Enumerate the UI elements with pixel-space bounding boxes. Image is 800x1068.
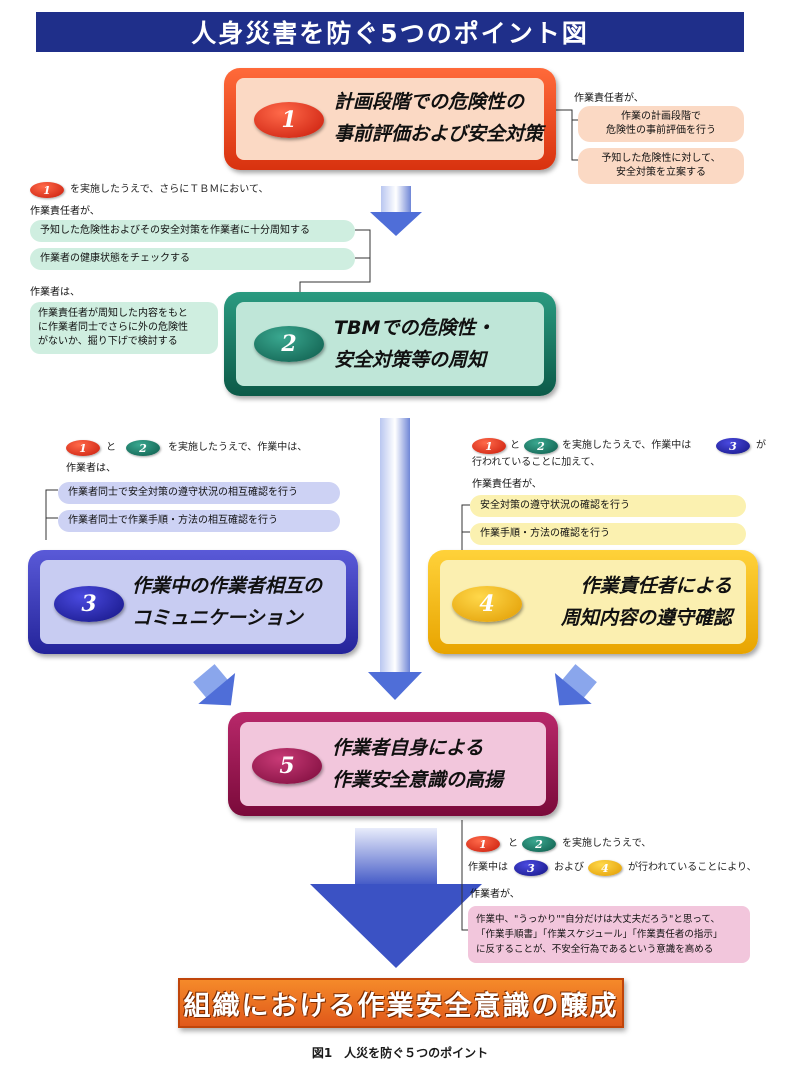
arrow-5-to-final [310, 828, 482, 968]
step3-ref-1: 1 [66, 440, 100, 456]
point-4-box: 4 作業責任者による 周知内容の遵守確認 [428, 550, 758, 654]
step5-intro: を実施したうえで、 [562, 838, 652, 849]
step5-ref-2: 2 [522, 836, 556, 852]
step3-and: と [106, 442, 116, 453]
step2-item-2: 作業者の健康状態をチェックする [30, 248, 355, 270]
step2-intro: を実施したうえで、さらにＴＢＭにおいて、 [70, 184, 269, 195]
step3-intro: を実施したうえで、作業中は、 [168, 442, 308, 453]
step5-label: 作業者が、 [470, 889, 520, 900]
point-3-box: 3 作業中の作業者相互の コミュニケーション [28, 550, 358, 654]
final-goal-banner: 組織における作業安全意識の醸成 [178, 978, 624, 1028]
point-1-line2: 事前評価および安全対策 [334, 123, 544, 145]
arrow-1-to-2 [370, 186, 422, 236]
connector-lines [45, 109, 578, 931]
point-5-line1: 作業者自身による [332, 737, 484, 759]
step4-ref-2: 2 [524, 438, 558, 454]
step1-item-1: 作業の計画段階で 危険性の事前評価を行う [578, 106, 744, 142]
point-4-badge: 4 [452, 586, 522, 622]
page-title: 人身災害を防ぐ5つのポイント図 [36, 12, 744, 52]
step5-text: 作業中、"うっかり""自分だけは大丈夫だろう"と思って、 「作業手順書」「作業ス… [468, 906, 750, 963]
step5-ref-3: 3 [514, 860, 548, 876]
point-3-line1: 作業中の作業者相互の [132, 575, 323, 597]
point-1-line1: 計画段階での危険性の [334, 91, 525, 113]
step4-ref-3: 3 [716, 438, 750, 454]
step5-pre: 作業中は [468, 862, 508, 873]
point-2-badge: 2 [254, 326, 324, 362]
step2-worker-item: 作業責任者が周知した内容をもと に作業者同士でさらに外の危険性 がないか、掘り下… [30, 302, 218, 354]
step2-ref-1: 1 [30, 182, 64, 198]
arrow-3-to-5 [193, 664, 236, 706]
step3-item-2: 作業者同士で作業手順・方法の相互確認を行う [58, 510, 340, 532]
step5-intro2: が行われていることにより、 [628, 862, 757, 873]
point-5-box: 5 作業者自身による 作業安全意識の高揚 [228, 712, 558, 816]
figure-caption: 図1 人災を防ぐ５つのポイント [311, 1046, 489, 1060]
point-3-line2: コミュニケーション [132, 607, 303, 629]
point-3-badge: 3 [54, 586, 124, 622]
step5-ref-1: 1 [466, 836, 500, 852]
step4-intro: を実施したうえで、作業中は [562, 440, 692, 451]
step5-oyobi: および [554, 862, 584, 873]
step2-label-manager: 作業責任者が、 [30, 206, 100, 217]
step2-label-worker: 作業者は、 [30, 287, 80, 298]
point-4-line1: 作業責任者による [580, 575, 732, 597]
step5-and: と [508, 838, 518, 849]
point-5-line2: 作業安全意識の高揚 [332, 769, 504, 791]
arrow-4-to-5 [554, 664, 597, 706]
step1-item-2: 予知した危険性に対して、 安全対策を立案する [578, 148, 744, 184]
step1-label: 作業責任者が、 [574, 93, 644, 104]
step3-label: 作業者は、 [66, 463, 116, 474]
arrow-2-to-5 [368, 418, 422, 700]
step4-item-2: 作業手順・方法の確認を行う [470, 523, 746, 545]
step4-ga: が [756, 440, 766, 451]
step4-intro2: 行われていることに加えて、 [472, 457, 601, 468]
step3-item-1: 作業者同士で安全対策の遵守状況の相互確認を行う [58, 482, 340, 504]
step4-ref-1: 1 [472, 438, 506, 454]
step4-and: と [510, 440, 520, 451]
point-2-box: 2 TBMでの危険性・ 安全対策等の周知 [224, 292, 556, 396]
step2-item-1: 予知した危険性およびその安全対策を作業者に十分周知する [30, 220, 355, 242]
point-1-box: 1 計画段階での危険性の 事前評価および安全対策 [224, 68, 556, 170]
step3-ref-2: 2 [126, 440, 160, 456]
point-2-line1: TBMでの危険性・ [334, 317, 495, 339]
point-4-line2: 周知内容の遵守確認 [560, 607, 732, 629]
step5-ref-4: 4 [588, 860, 622, 876]
point-1-badge: 1 [254, 102, 324, 138]
step4-item-1: 安全対策の遵守状況の確認を行う [470, 495, 746, 517]
point-5-badge: 5 [252, 748, 322, 784]
point-2-line2: 安全対策等の周知 [334, 349, 487, 371]
step4-label: 作業責任者が、 [472, 479, 542, 490]
